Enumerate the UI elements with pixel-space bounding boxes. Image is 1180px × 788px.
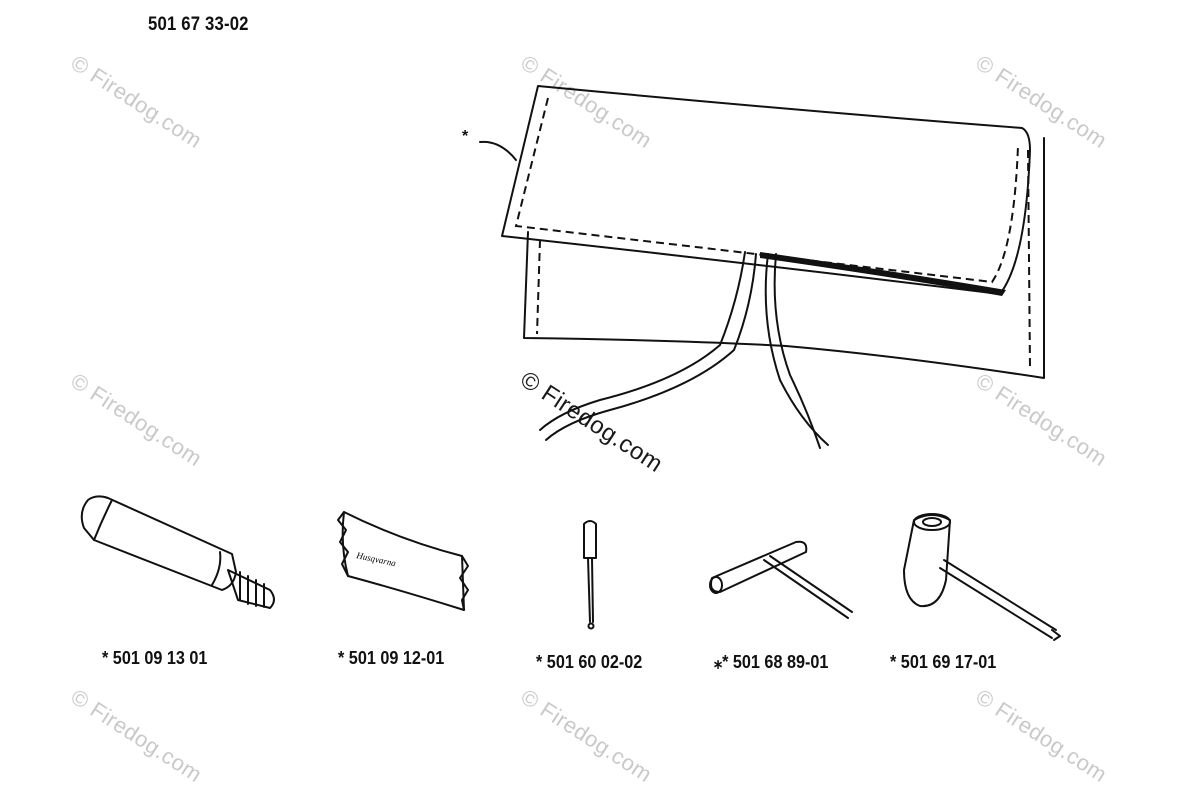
- parts-illustration: Husqvarna: [80, 85, 1061, 641]
- part-number-label: ⁎* 501 68 89-01: [714, 652, 829, 672]
- wrapped-tube-drawing: Husqvarna: [337, 511, 469, 611]
- tool-bag-drawing: [479, 85, 1045, 449]
- t-wrench-drawing: [709, 540, 853, 619]
- tube-lettering: Husqvarna: [355, 550, 398, 568]
- part-number-label: * 501 60 02-02: [536, 652, 643, 672]
- combination-spanner-drawing: [903, 513, 1061, 641]
- callout-marker: *: [462, 128, 469, 145]
- screwdriver-drawing: [583, 520, 597, 630]
- part-number-label: * 501 09 13 01: [102, 648, 208, 668]
- part-number-label: * 501 69 17-01: [890, 652, 997, 672]
- grease-tube-drawing: [80, 495, 275, 609]
- part-number-label: * 501 09 12-01: [338, 648, 445, 668]
- diagram-number: 501 67 33-02: [148, 14, 249, 35]
